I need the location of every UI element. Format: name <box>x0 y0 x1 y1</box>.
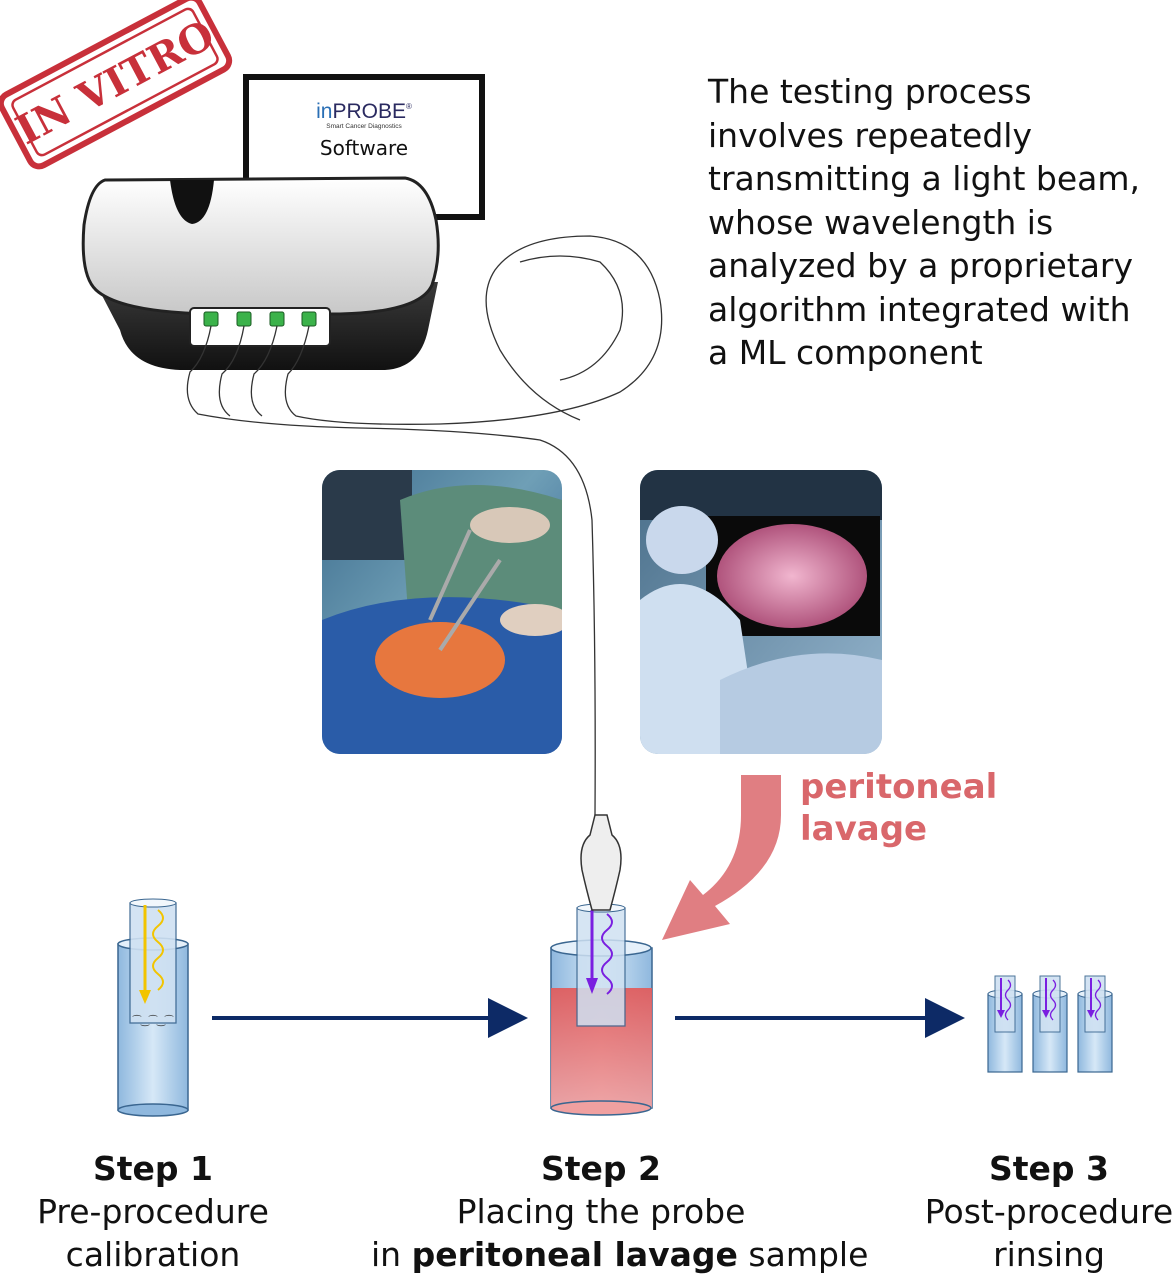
step3-text: rinsing <box>993 1235 1105 1274</box>
description-line: involves repeatedly <box>708 115 1032 155</box>
lavage-arrow <box>662 775 781 940</box>
lavage-line: lavage <box>800 809 928 849</box>
step2-text: Placing the probe <box>456 1192 746 1231</box>
in-vitro-stamp: IN VITRO <box>0 0 233 170</box>
software-label: Software <box>320 136 408 160</box>
step2-title: Step 2 <box>541 1149 661 1188</box>
description-line: a ML component <box>708 333 983 372</box>
description-line: whose wavelength is <box>708 202 1054 242</box>
step2-suffix: sample <box>737 1235 869 1274</box>
brand-tagline: Smart Cancer Diagnostics <box>326 123 402 130</box>
brand-reg: ® <box>406 102 412 111</box>
step3-title: Step 3 <box>989 1149 1109 1188</box>
step1-text: calibration <box>65 1235 241 1274</box>
step2-caption: Step 2 Placing the probe in peritoneal l… <box>371 1147 868 1276</box>
software-monitor: inPROBE® Smart Cancer Diagnostics Softwa… <box>243 74 485 220</box>
surgery-photo <box>322 470 562 754</box>
brand-in: in <box>316 100 332 123</box>
step1-tube: ⁀‿⁀‿⁀ <box>117 898 189 1117</box>
step3-text: Post-procedure <box>924 1192 1174 1231</box>
process-description: The testing process involves repeatedly … <box>708 70 1168 375</box>
step3-tubes <box>987 975 1113 1073</box>
step2-bold: peritoneal lavage <box>411 1235 738 1274</box>
laparoscopy-monitor-photo <box>640 470 882 754</box>
step3-caption: Step 3 Post-procedure rinsing <box>924 1147 1174 1276</box>
brand-probe: PROBE <box>332 100 406 123</box>
peritoneal-lavage-label: peritoneal lavage <box>800 766 997 850</box>
inprobe-device <box>81 176 440 370</box>
step2-tube <box>550 814 653 1116</box>
svg-text:inPROBE®: inPROBE® <box>316 100 412 123</box>
description-line: algorithm integrated with <box>708 289 1131 329</box>
description-line: transmitting a light beam, <box>708 159 1140 198</box>
step1-title: Step 1 <box>93 1149 213 1188</box>
description-line: The testing process <box>708 72 1032 111</box>
step1-caption: Step 1 Pre-procedure calibration <box>33 1147 273 1276</box>
step2-text-line2: in peritoneal lavage sample <box>371 1233 868 1276</box>
lavage-line: peritoneal <box>800 767 998 807</box>
step1-text: Pre-procedure <box>37 1192 269 1231</box>
svg-text:⁀‿⁀‿⁀: ⁀‿⁀‿⁀ <box>132 1014 174 1027</box>
fiber-cables <box>186 235 663 816</box>
description-line: analyzed by a proprietary <box>708 246 1134 285</box>
stamp-text: IN VITRO <box>8 11 221 154</box>
step2-prefix: in <box>371 1235 412 1274</box>
